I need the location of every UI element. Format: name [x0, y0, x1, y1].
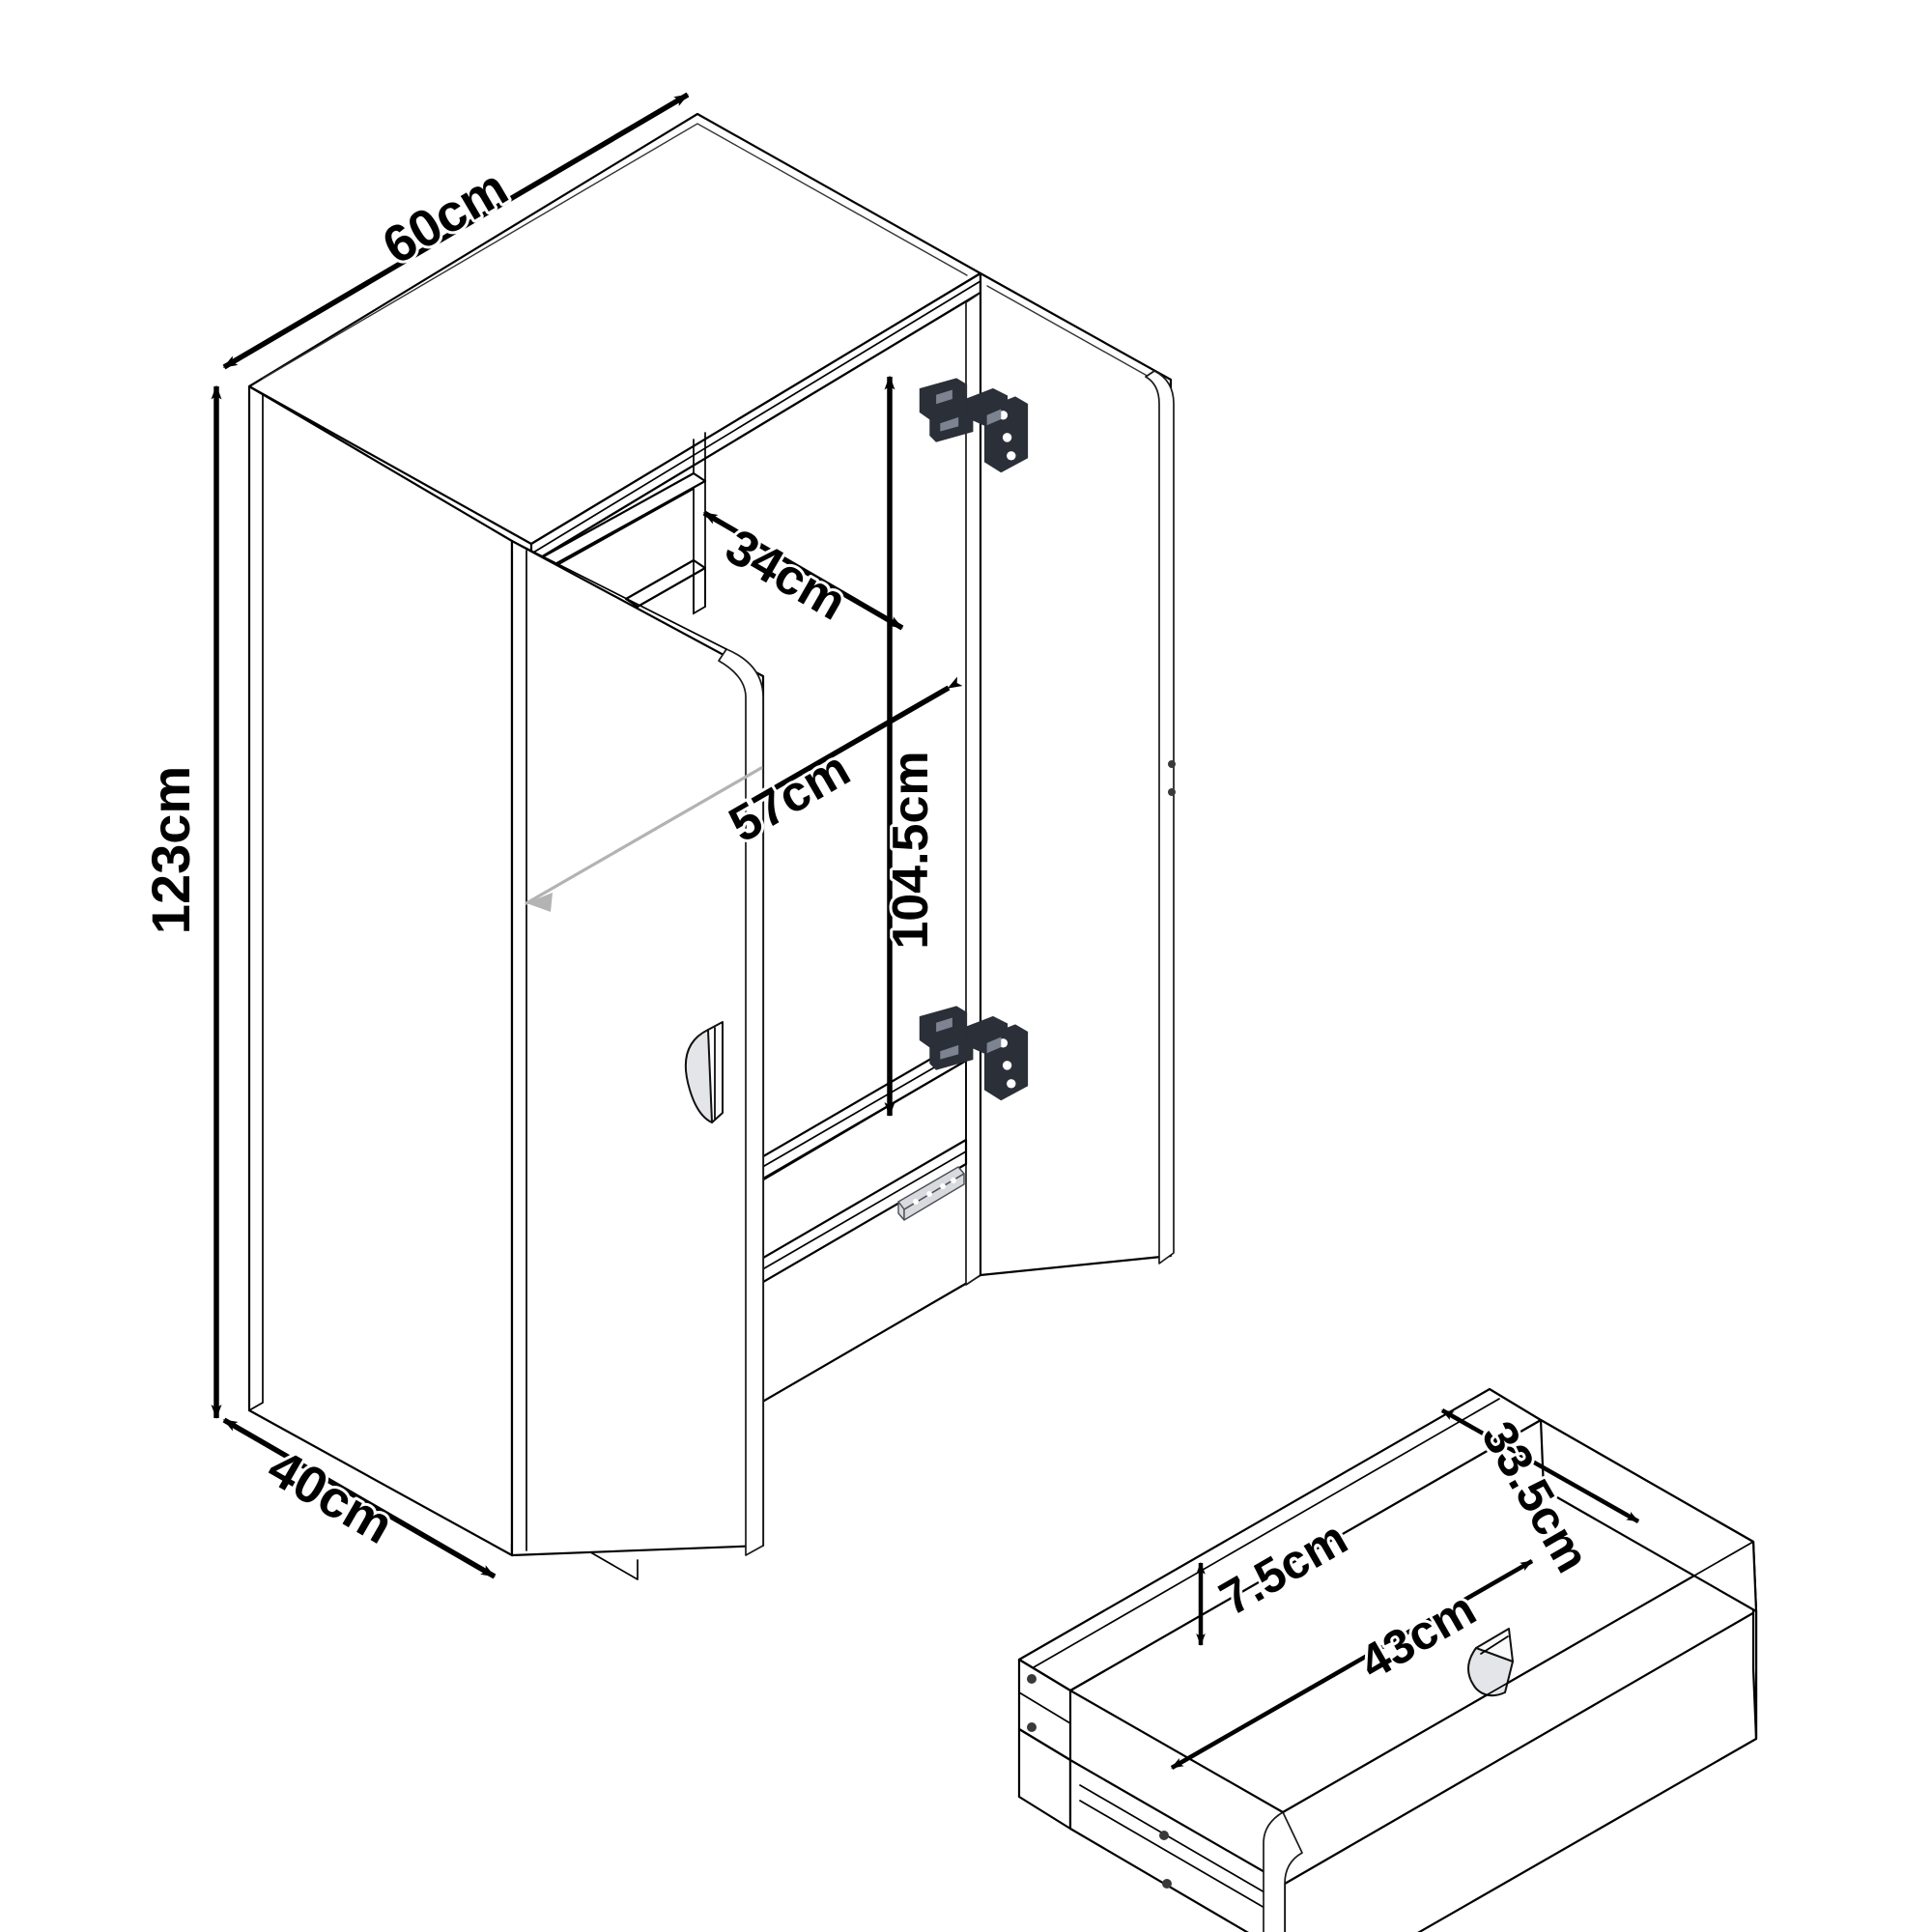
dimension-label-opening-1045: 104.5cm — [883, 751, 939, 949]
dimension-label-height-123: 123cm — [140, 766, 201, 934]
left-door-panel[interactable] — [510, 539, 765, 1557]
dimension-line-drawer-width-335 — [1440, 1408, 1640, 1523]
drawer-cam-hole-1 — [1027, 1674, 1037, 1684]
dimension-line-interior-57 — [731, 676, 963, 816]
dimension-line-interior-34 — [702, 510, 904, 631]
door-screw-hole-upper — [1168, 760, 1176, 768]
drawer-slide-screw-1 — [1159, 1831, 1169, 1840]
drawer-slide-screw-2 — [1162, 1879, 1172, 1889]
drawer-left-end-line — [1018, 1691, 1071, 1724]
upper-hinge — [919, 378, 1029, 473]
drawer-slide-rail — [897, 1166, 965, 1221]
right-door-outer-edge — [1145, 370, 1175, 1264]
lower-hinge — [919, 1006, 1029, 1101]
door-handle[interactable] — [684, 1021, 724, 1123]
drawer-front-rounded-corner — [1263, 1811, 1303, 1932]
right-door[interactable] — [979, 271, 1176, 1277]
drawer-back-side-inner-line — [1033, 1398, 1500, 1668]
dimension-line-width-60 — [222, 92, 690, 370]
drawer-base-line-b — [1079, 1800, 1272, 1913]
left-door-rounded-corner — [718, 648, 764, 1556]
cabinet-left-side-panel — [247, 384, 514, 1557]
door-screw-hole-lower — [1168, 788, 1176, 796]
drawer-cam-hole-2 — [1027, 1722, 1037, 1732]
left-door-corner-line — [511, 540, 727, 650]
dimension-line-drawer-length-43 — [1170, 1559, 1534, 1770]
cabinet-top-thickness-line — [532, 280, 981, 554]
right-door-top-edge — [986, 285, 1160, 384]
drawer-base-line-a — [1079, 1784, 1272, 1897]
left-door[interactable] — [510, 539, 765, 1557]
dimension-line-depth-40 — [222, 1417, 497, 1579]
door-swing-arrowhead — [526, 893, 553, 912]
door-swing-indicator — [525, 766, 763, 905]
cabinet-right-side-panel — [965, 292, 981, 1286]
